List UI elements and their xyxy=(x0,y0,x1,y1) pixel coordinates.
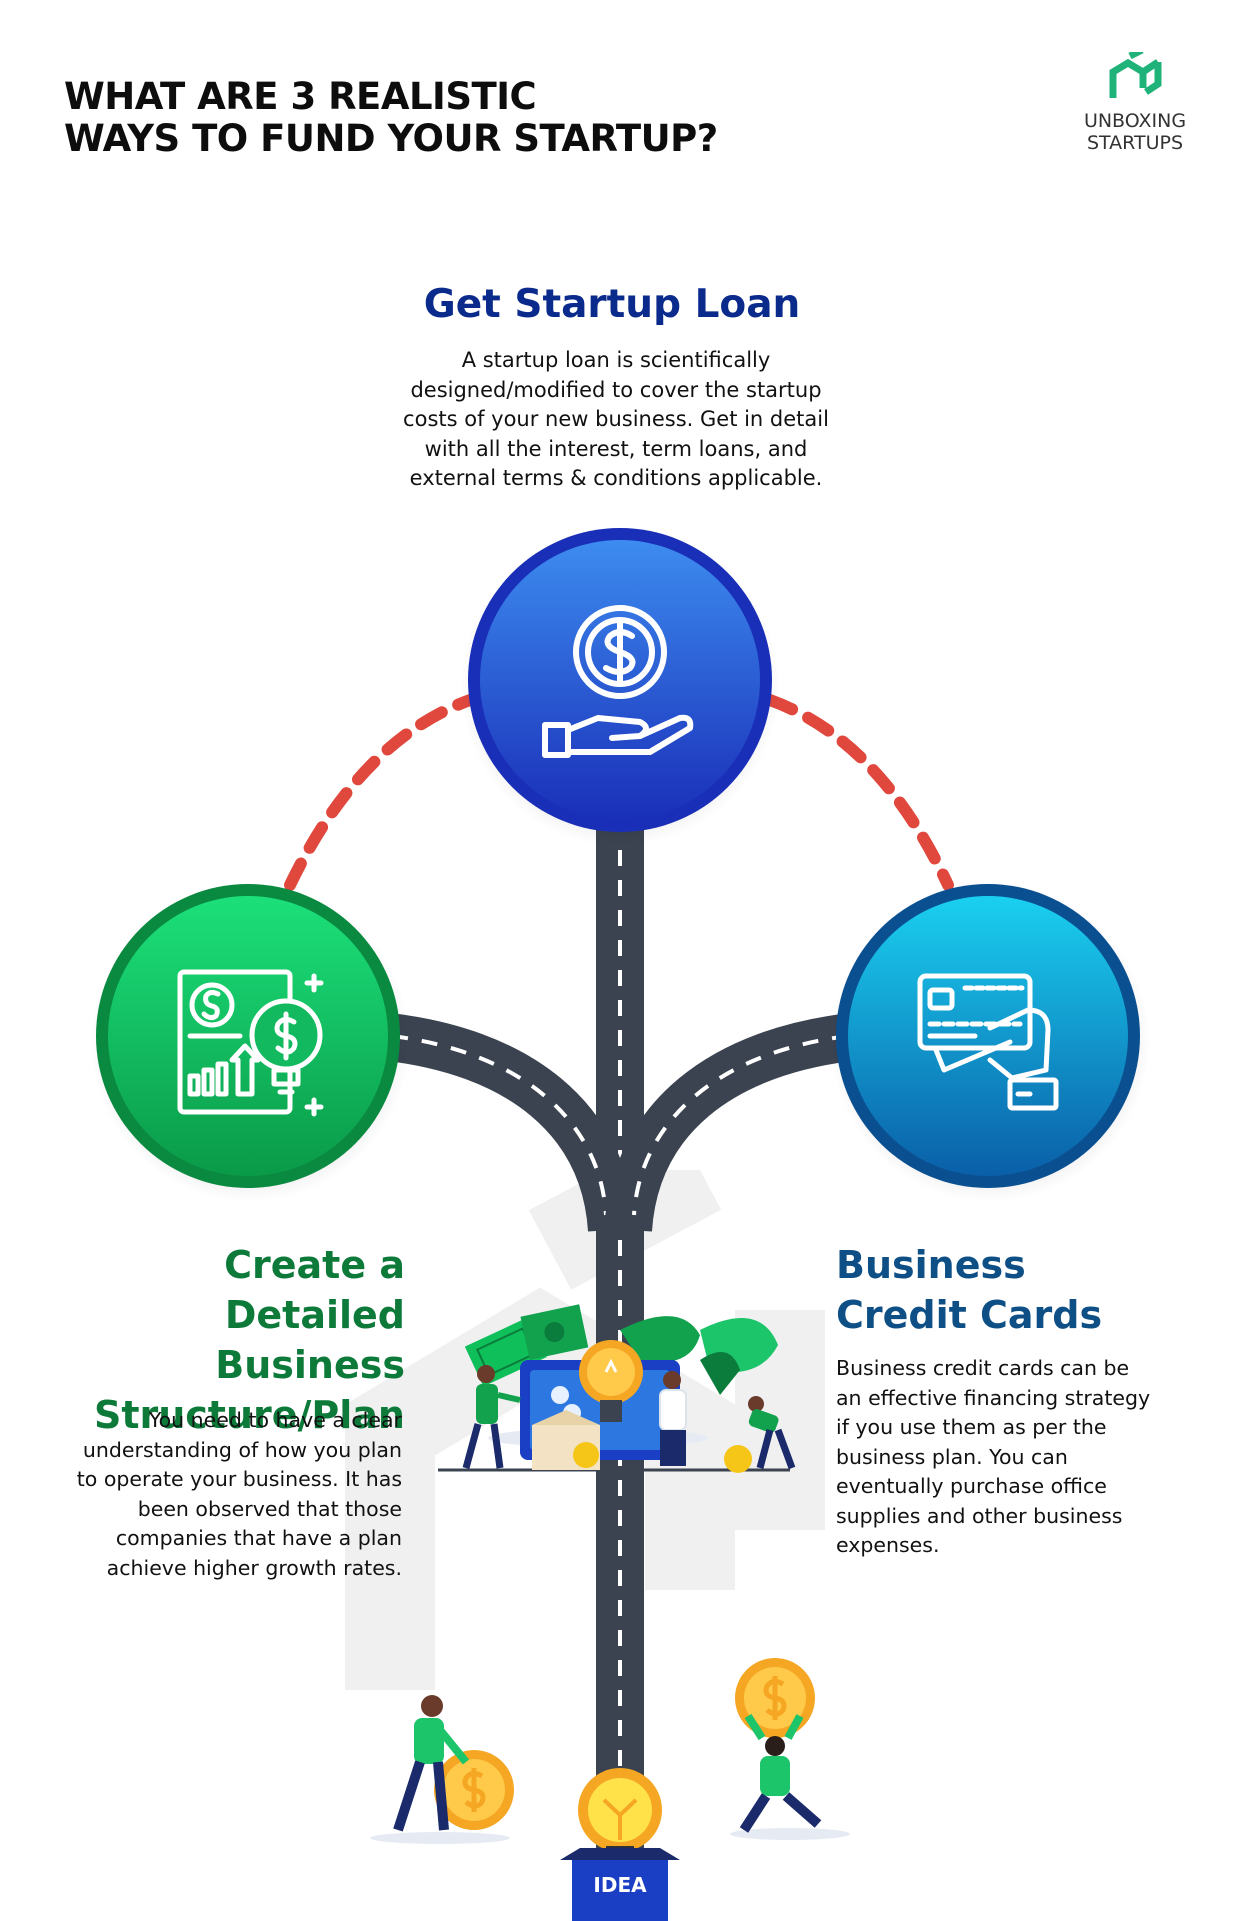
plan-line: to operate your business. It has xyxy=(76,1467,402,1491)
cards-line: expenses. xyxy=(836,1533,940,1557)
bottom-illustration xyxy=(370,1658,850,1921)
idea-illustration xyxy=(438,1304,796,1473)
plan-heading-line: Create a xyxy=(224,1243,405,1287)
cards-line: Business credit cards can be xyxy=(836,1356,1130,1380)
business-plan-growth-icon xyxy=(177,969,324,1117)
page-title-line-2: WAYS TO FUND YOUR STARTUP? xyxy=(64,117,718,160)
cards-line: an effective financing strategy xyxy=(836,1385,1151,1410)
unboxing-startups-logo-icon xyxy=(1109,52,1162,98)
page-title-line-1: WHAT ARE 3 REALISTIC xyxy=(64,75,537,118)
loan-line: with all the interest, term loans, and xyxy=(424,436,808,461)
cards-line: supplies and other business xyxy=(836,1503,1123,1528)
plan-line: been observed that those xyxy=(137,1496,402,1521)
loan-line: costs of your new business. Get in detai… xyxy=(403,407,829,431)
page-title: WHAT ARE 3 REALISTIC WAYS TO FUND YOUR S… xyxy=(64,76,764,160)
plan-description: You need to have a clear understanding o… xyxy=(40,1406,402,1583)
brand-name: UNBOXING STARTUPS xyxy=(1060,110,1210,154)
plan-line: companies that have a plan xyxy=(115,1526,402,1550)
dashed-connector xyxy=(284,694,954,891)
plan-line: achieve higher growth rates. xyxy=(106,1555,402,1580)
cards-line: business plan. You can xyxy=(836,1444,1068,1469)
cards-heading-line: Credit Cards xyxy=(836,1293,1103,1337)
plan-heading-line: Detailed Business xyxy=(215,1293,405,1387)
cards-heading: Business Credit Cards xyxy=(836,1240,1196,1340)
brand-name-line-2: STARTUPS xyxy=(1086,132,1184,154)
loan-heading: Get Startup Loan xyxy=(423,282,801,327)
loan-line: A startup loan is scientifically xyxy=(461,348,771,372)
loan-line: designed/modified to cover the startup xyxy=(410,377,822,402)
loan-line: external terms & conditions applicable. xyxy=(409,466,823,490)
cards-description: Business credit cards can be an effectiv… xyxy=(836,1354,1196,1561)
brand-name-line-1: UNBOXING xyxy=(1083,110,1187,132)
cards-circle xyxy=(830,882,1150,1202)
hand-dollar-coin-icon xyxy=(542,605,694,758)
cards-heading-line: Business xyxy=(836,1243,1026,1287)
loan-description: A startup loan is scientifically designe… xyxy=(394,346,838,494)
plan-line: You need to have a clear xyxy=(148,1408,402,1432)
plan-heading-line: Structure/Plan xyxy=(93,1393,405,1437)
hand-credit-card-icon xyxy=(917,973,1059,1111)
cards-line: eventually purchase office xyxy=(836,1474,1107,1498)
plan-heading: Create a Detailed Business Structure/Pla… xyxy=(40,1240,405,1440)
plan-circle xyxy=(90,882,410,1202)
left-road-branch xyxy=(377,1012,636,1233)
idea-label: IDEA xyxy=(593,1873,647,1897)
plan-line: understanding of how you plan xyxy=(82,1437,402,1462)
right-road-branch xyxy=(604,1012,863,1233)
cards-line: if you use them as per the xyxy=(836,1415,1107,1439)
